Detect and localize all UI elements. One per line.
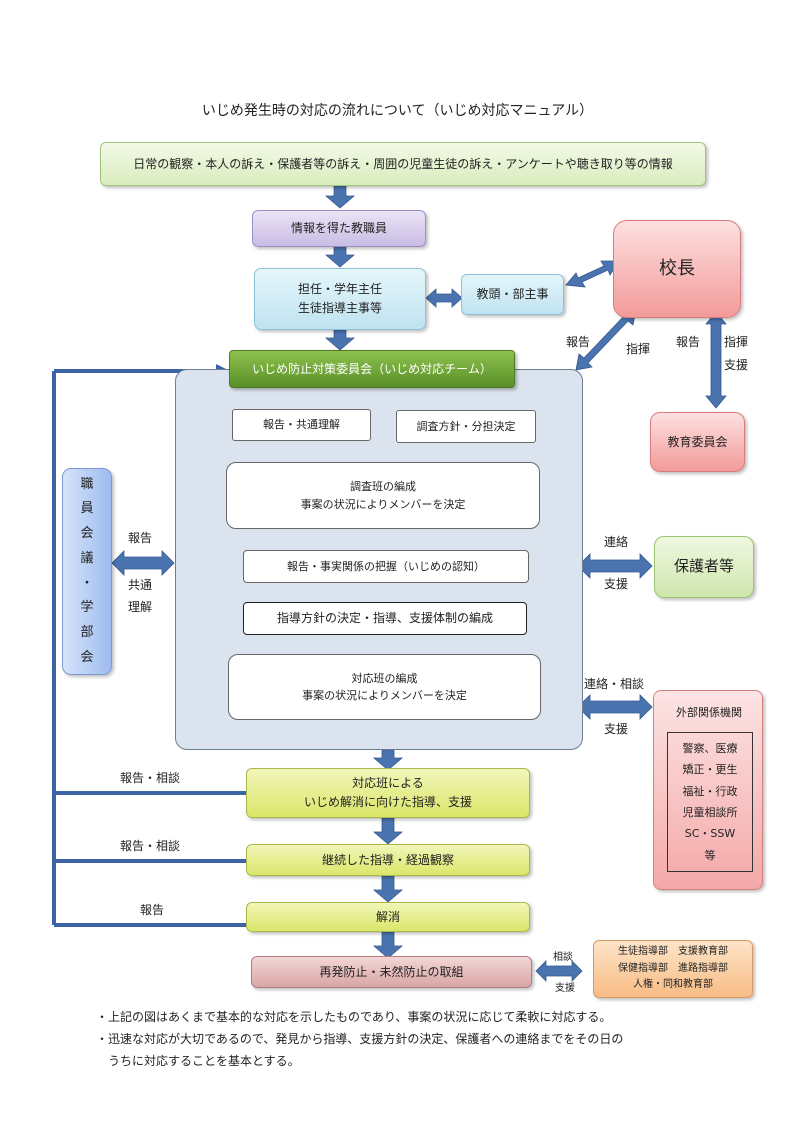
survey-line2: 事案の状況によりメンバーを決定 <box>300 497 466 511</box>
double-arrow <box>577 553 653 579</box>
info-sources-box: 日常の観察・本人の訴え・保護者等の訴え・周囲の児童生徒の訴え・アンケートや聴き取… <box>100 142 706 186</box>
guardians-box: 保護者等 <box>654 536 754 598</box>
prevention-text: 再発防止・未然防止の取組 <box>319 964 464 979</box>
staff-meeting-char: 学 <box>80 600 94 616</box>
resolved-box: 解消 <box>246 902 530 932</box>
footnote-line: ・上記の図はあくまで基本的な対応を示したものであり、事案の状況に応じて柔軟に対応… <box>96 1010 612 1024</box>
label-support: 支援 <box>604 577 629 591</box>
survey-team-box: 調査班の編成 事案の状況によりメンバーを決定 <box>226 462 540 529</box>
departments-line3: 人権・同和教育部 <box>633 979 713 991</box>
label-contact-consult: 連絡・相談 <box>584 677 645 691</box>
label-direct: 指揮 <box>626 342 651 356</box>
homeroom-line1: 担任・学年主任 <box>297 282 382 297</box>
label-share: 理解 <box>128 600 153 614</box>
label-report-consult: 報告・相談 <box>120 771 181 785</box>
label-support: 支援 <box>555 983 575 994</box>
resolved-text: 解消 <box>375 909 400 924</box>
board-text: 教育委員会 <box>667 434 728 449</box>
principal-text: 校長 <box>659 258 695 280</box>
down-arrow <box>372 749 404 771</box>
down-arrow <box>324 185 356 209</box>
footnotes: ・上記の図はあくまで基本的な対応を示したものであり、事案の状況に応じて柔軟に対応… <box>96 1006 623 1073</box>
resolution-line2: いじめ解消に向けた指導、支援 <box>303 795 472 809</box>
continued-box: 継続した指導・経過観察 <box>246 844 530 876</box>
staff-meeting-char: ・ <box>80 575 94 591</box>
continued-text: 継続した指導・経過観察 <box>321 852 454 867</box>
staff-meeting-char: 会 <box>80 526 94 542</box>
board-box: 教育委員会 <box>650 412 745 472</box>
principal-box: 校長 <box>613 220 741 318</box>
double-arrow <box>705 311 727 409</box>
homeroom-box: 担任・学年主任 生徒指導主事等 <box>254 268 426 330</box>
label-report: 報告 <box>140 903 165 917</box>
label-report: 報告 <box>566 335 591 349</box>
response-line2: 事案の状況によりメンバーを決定 <box>302 689 467 702</box>
down-arrow <box>372 817 404 845</box>
staff-box: 情報を得た教職員 <box>252 210 426 247</box>
committee-box: いじめ防止対策委員会（いじめ対応チーム） <box>229 350 515 388</box>
report-share-text: 報告・共通理解 <box>263 418 340 432</box>
staff-meeting-char: 部 <box>80 624 94 640</box>
policy-split-box: 調査方針・分担決定 <box>396 410 536 443</box>
down-arrow <box>372 875 404 903</box>
staff-meeting-char: 会 <box>80 649 94 665</box>
double-arrow <box>535 960 583 982</box>
policy-split-text: 調査方針・分担決定 <box>416 419 516 433</box>
label-report: 報告 <box>676 335 701 349</box>
resolution-line1: 対応班による <box>352 776 424 791</box>
page-title: いじめ発生時の対応の流れについて（いじめ対応マニュアル） <box>201 103 594 119</box>
down-arrow <box>372 931 404 959</box>
staff-meeting-char: 職 <box>80 476 94 492</box>
down-arrow <box>324 246 356 268</box>
label-share: 共通 <box>128 578 153 592</box>
departments-box: 生徒指導部 支援教育部 保健指導部 進路指導部 人権・同和教育部 <box>593 940 753 998</box>
label-support: 支援 <box>724 358 749 372</box>
homeroom-line2: 生徒指導主事等 <box>297 301 382 315</box>
external-item: 等 <box>704 848 716 862</box>
external-item: 矯正・更生 <box>682 763 738 777</box>
external-list: 警察、医療 矯正・更生 福祉・行政 児童相談所 SC・SSW 等 <box>667 732 753 872</box>
label-support: 支援 <box>604 722 629 736</box>
report-share-box: 報告・共通理解 <box>232 409 371 441</box>
label-report: 報告 <box>128 531 153 545</box>
staff-text: 情報を得た教職員 <box>290 221 387 236</box>
resolution-box: 対応班による いじめ解消に向けた指導、支援 <box>246 768 530 818</box>
guidance-decision-box: 指導方針の決定・指導、支援体制の編成 <box>243 602 527 635</box>
fact-grasp-text: 報告・事実関係の把握（いじめの認知） <box>287 559 485 573</box>
external-item: 福祉・行政 <box>682 784 738 798</box>
fact-grasp-box: 報告・事実関係の把握（いじめの認知） <box>243 550 529 583</box>
external-title: 外部関係機関 <box>676 706 742 719</box>
departments-line2: 保健指導部 進路指導部 <box>618 962 728 974</box>
external-item: 児童相談所 <box>682 806 738 819</box>
double-arrow <box>565 260 620 288</box>
external-box: 外部関係機関 警察、医療 矯正・更生 福祉・行政 児童相談所 SC・SSW 等 <box>653 690 763 890</box>
double-arrow <box>577 694 653 720</box>
external-item: 警察、医療 <box>682 741 738 755</box>
footnote-line: うちに対応することを基本とする。 <box>96 1054 300 1069</box>
committee-text: いじめ防止対策委員会（いじめ対応チーム） <box>252 361 492 376</box>
survey-line1: 調査班の編成 <box>350 480 416 494</box>
response-line1: 対応班の編成 <box>351 671 418 685</box>
guardians-text: 保護者等 <box>673 557 734 576</box>
double-arrow <box>111 550 175 576</box>
staff-meeting-char: 員 <box>80 501 94 517</box>
response-team-box: 対応班の編成 事案の状況によりメンバーを決定 <box>228 654 541 720</box>
staff-meeting-box: 職 員 会 議 ・ 学 部 会 <box>62 468 112 675</box>
info-sources-text: 日常の観察・本人の訴え・保護者等の訴え・周囲の児童生徒の訴え・アンケートや聴き取… <box>133 156 673 171</box>
external-item: SC・SSW <box>684 827 736 841</box>
guidance-decision-text: 指導方針の決定・指導、支援体制の編成 <box>276 611 493 626</box>
label-contact: 連絡 <box>604 535 629 549</box>
prevention-box: 再発防止・未然防止の取組 <box>251 956 532 988</box>
staff-meeting-char: 議 <box>80 550 94 566</box>
vice-principal-text: 教頭・部主事 <box>476 287 549 302</box>
label-report-consult: 報告・相談 <box>120 839 181 853</box>
departments-line1: 生徒指導部 支援教育部 <box>618 946 728 958</box>
double-arrow <box>425 288 463 308</box>
vice-principal-box: 教頭・部主事 <box>461 274 564 315</box>
down-arrow <box>324 329 356 351</box>
footnote-line: ・迅速な対応が大切であるので、発見から指導、支援方針の決定、保護者への連絡までを… <box>96 1032 624 1047</box>
label-direct: 指揮 <box>724 335 749 349</box>
label-consult: 相談 <box>553 952 573 963</box>
